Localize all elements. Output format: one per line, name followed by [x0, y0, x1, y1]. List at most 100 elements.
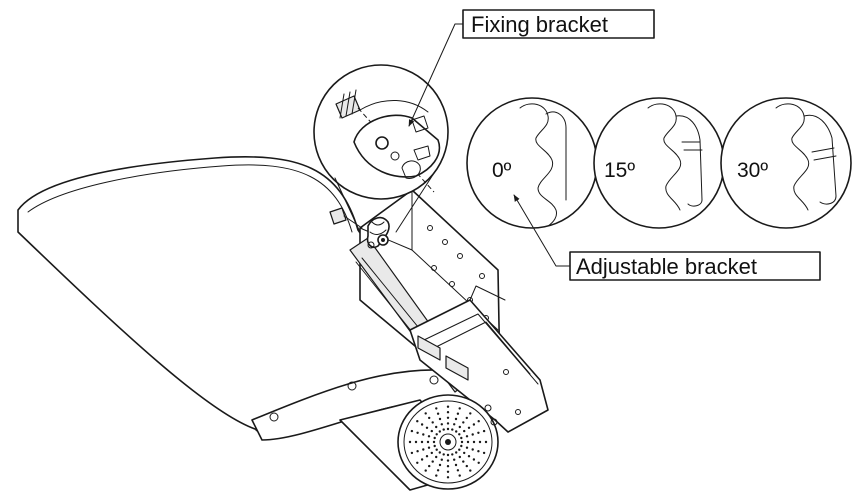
grille-hole — [438, 463, 442, 467]
angle-detail-0 — [466, 97, 598, 229]
grille-hole — [458, 425, 461, 429]
grille-hole — [442, 453, 445, 456]
grille-hole — [458, 474, 461, 477]
grille-hole — [462, 421, 465, 424]
grille-hole — [478, 440, 482, 444]
grille-hole — [469, 469, 472, 472]
grille-hole — [446, 470, 450, 473]
grille-hole — [454, 463, 458, 467]
grille-hole — [446, 416, 450, 419]
grille-hole — [460, 440, 464, 444]
grille-hole — [432, 440, 436, 444]
label-fixing-bracket: Fixing bracket — [408, 9, 655, 127]
grille-hole — [482, 451, 486, 455]
grille-hole — [408, 440, 412, 444]
grille-hole — [463, 429, 466, 433]
detail-callout-fixing — [313, 64, 449, 233]
bolt-icon — [329, 207, 363, 229]
grille-hole — [427, 435, 431, 438]
grille-hole — [430, 451, 433, 455]
grille-hole — [435, 474, 438, 477]
angle-label-15: 15º — [604, 159, 635, 182]
grille-hole — [446, 427, 450, 431]
grille-hole — [420, 440, 424, 444]
angle-label-30: 30º — [737, 159, 768, 182]
grille-hole — [463, 451, 466, 455]
grille-hole — [472, 458, 476, 461]
grille-hole — [446, 405, 450, 408]
grille-hole — [455, 451, 458, 454]
angle-detail-15 — [593, 97, 725, 229]
grille-hole — [410, 451, 414, 455]
angle-detail-30 — [720, 97, 852, 229]
grille-hole — [460, 444, 463, 448]
grille-hole — [455, 430, 458, 433]
grille-hole — [465, 416, 468, 420]
grille-hole — [427, 446, 431, 449]
grille-hole — [451, 428, 454, 431]
grille-hole — [435, 448, 438, 451]
grille-hole — [446, 411, 450, 414]
grille-hole — [458, 455, 461, 459]
grille-hole — [431, 421, 434, 424]
grille-hole — [424, 412, 427, 415]
grille-hole — [453, 423, 456, 426]
mounting-clamp — [409, 299, 549, 433]
grille-hole — [467, 455, 471, 458]
grille-hole — [484, 440, 488, 444]
grille-hole — [422, 433, 425, 436]
grille-hole — [471, 433, 474, 436]
grille-hole — [446, 459, 450, 462]
grille-hole — [477, 431, 480, 434]
grille-hole — [420, 423, 424, 426]
grille-hole — [433, 444, 436, 448]
grille-hole — [482, 429, 486, 433]
grille-hole — [416, 461, 419, 464]
grille-hole — [465, 446, 469, 449]
grille-hole — [462, 460, 465, 463]
grille-hole — [454, 417, 458, 421]
grille-hole — [435, 425, 438, 429]
grille-hole — [456, 469, 460, 472]
grille-hole — [446, 422, 450, 425]
grille-hole — [438, 430, 441, 433]
grille-hole — [433, 436, 436, 440]
angle-label-0: 0º — [492, 159, 512, 182]
grille-hole — [446, 476, 450, 479]
grille-hole — [414, 440, 418, 444]
grille-hole — [458, 448, 461, 451]
grille-hole — [435, 433, 438, 436]
fixing-bracket-text: Fixing bracket — [471, 12, 608, 37]
grille-hole — [465, 464, 468, 468]
grille-hole — [451, 453, 454, 456]
label-adjustable-bracket: Adjustable bracket — [513, 194, 821, 281]
grille-hole — [440, 458, 443, 461]
grille-hole — [460, 436, 463, 440]
grille-hole — [477, 461, 480, 464]
grille-hole — [472, 423, 476, 426]
grille-hole — [458, 407, 461, 410]
grille-hole — [477, 450, 480, 453]
grille-hole — [425, 455, 429, 458]
grille-hole — [431, 460, 434, 463]
grille-hole — [438, 417, 442, 421]
grille-hole — [458, 433, 461, 436]
grille-hole — [469, 412, 472, 415]
grille-hole — [424, 469, 427, 472]
grille-hole — [430, 429, 433, 433]
grille-hole — [435, 455, 438, 459]
adjustable-bracket — [366, 216, 390, 249]
grille-hole — [446, 453, 450, 457]
adjustable-bracket-text: Adjustable bracket — [576, 254, 757, 279]
grille-hole — [477, 420, 480, 423]
grille-hole — [428, 464, 431, 468]
fan-grille — [397, 394, 499, 490]
grille-hole — [420, 458, 424, 461]
grille-hole — [436, 412, 440, 415]
grille-hole — [425, 426, 429, 429]
grille-hole — [416, 431, 419, 434]
grille-hole — [466, 440, 470, 444]
grille-hole — [442, 428, 445, 431]
grille-hole — [471, 448, 474, 451]
grille-hole — [426, 440, 430, 444]
